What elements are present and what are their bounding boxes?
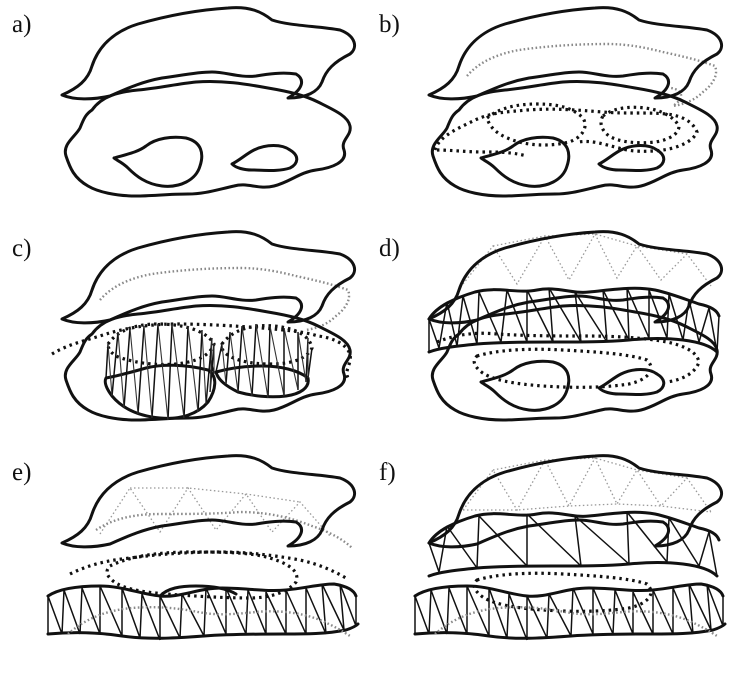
upper-contour-projection [467,44,716,106]
upper-roof-triangulation [463,458,711,512]
panel-a: a) [0,0,367,224]
upper-roof-triangulation [463,234,711,286]
upper-contour [429,232,722,323]
lower-contour [432,81,717,196]
panel-e-drawing [0,448,367,672]
panel-c: c) [0,224,367,448]
upper-contour [62,232,355,323]
lower-wall-top [415,584,723,596]
lower-contour [65,81,350,196]
middle-contour-hole-left [108,324,214,365]
right-hole [232,146,297,171]
panel-c-drawing [0,224,367,448]
middle-wall-bottom [429,563,717,577]
panel-f: f) [367,448,734,672]
upper-contour-projection [100,268,349,330]
panel-d-drawing [367,224,734,448]
panel-b-drawing [367,0,734,224]
lower-wall-bottom [415,624,725,638]
right-hole [599,370,664,395]
lower-wall-bottom [48,624,358,638]
upper-roof-triangulation [100,488,330,536]
upper-contour [62,456,355,547]
lower-hole-floor-projection [435,607,717,636]
right-hole-floor [216,366,308,397]
outer-wall-bottom [429,339,717,353]
panel-e: e) [0,448,367,672]
left-hole [114,137,202,186]
upper-contour [62,8,355,99]
panel-a-drawing [0,0,367,224]
left-hole [481,137,569,186]
panel-f-drawing [367,448,734,672]
lower-hole-floor-projection [68,607,350,636]
middle-contour-link [437,150,527,156]
upper-contour [429,8,722,99]
panel-d: d) [367,224,734,448]
panel-b: b) [367,0,734,224]
